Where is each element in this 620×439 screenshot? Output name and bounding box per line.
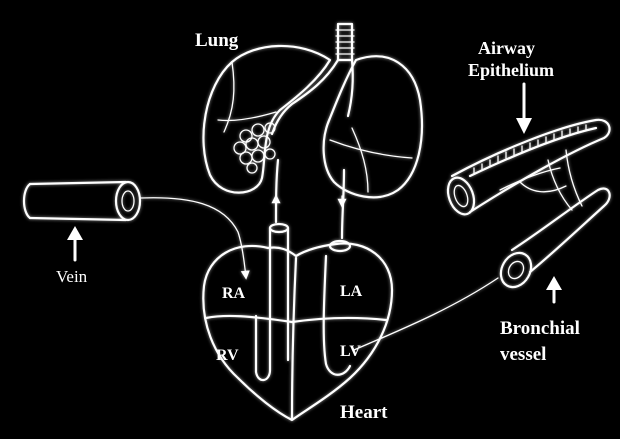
label-bronchial-line2: vessel	[500, 344, 546, 365]
label-heart: Heart	[340, 402, 388, 423]
label-airway-line1: Airway	[478, 38, 535, 58]
trachea	[336, 24, 354, 60]
label-bronchial-line1: Bronchial	[500, 318, 580, 339]
label-rv: RV	[216, 347, 239, 364]
label-vein: Vein	[56, 267, 88, 286]
label-airway-line2: Epithelium	[468, 60, 554, 80]
label-ra: RA	[222, 285, 246, 302]
label-lung: Lung	[195, 30, 239, 51]
label-la: LA	[340, 283, 363, 300]
label-lv: LV	[340, 343, 361, 360]
